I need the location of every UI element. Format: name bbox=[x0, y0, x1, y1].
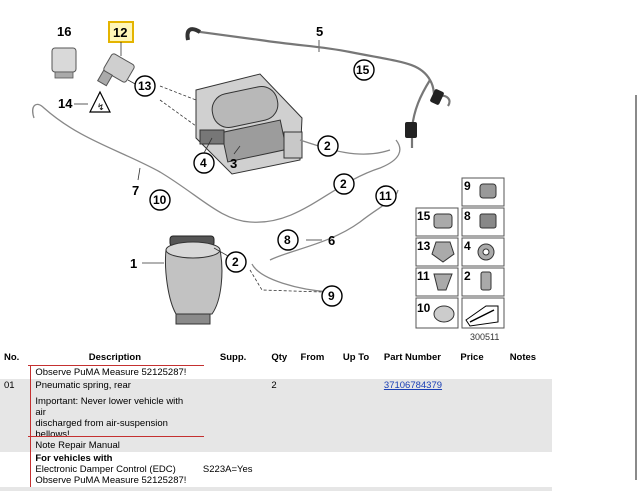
header-qty: Qty bbox=[267, 348, 297, 366]
header-supp: Supp. bbox=[198, 348, 268, 366]
callout-13: 13 bbox=[138, 79, 152, 93]
warning-label-icon: ↯ bbox=[89, 90, 111, 113]
observe-note: Observe PuMA Measure 52125287! bbox=[30, 366, 552, 379]
legend-label-15: 15 bbox=[417, 209, 431, 223]
edc-supp: S223A=Yes bbox=[202, 464, 253, 475]
callout-8: 8 bbox=[284, 233, 291, 247]
callout-4: 4 bbox=[200, 156, 207, 170]
callout-7: 7 bbox=[132, 183, 139, 198]
fitting-legend: 9 15 8 13 4 11 2 10 bbox=[415, 177, 505, 329]
header-notes: Notes bbox=[505, 348, 552, 366]
valve-part-12 bbox=[96, 53, 135, 87]
callout-1: 1 bbox=[130, 256, 137, 271]
legend-label-13: 13 bbox=[417, 239, 431, 253]
row-no: 01 bbox=[0, 379, 31, 452]
pneumatic-spring-part bbox=[165, 235, 223, 325]
air-line-7 bbox=[32, 103, 401, 223]
callout-15: 15 bbox=[356, 63, 370, 77]
table-row-01[interactable]: 01 Pneumatic spring, rear Important: Nev… bbox=[0, 379, 552, 452]
header-description: Description bbox=[30, 348, 199, 366]
edc-line-3: Observe PuMA Measure 52125287! bbox=[35, 475, 187, 486]
header-from: From bbox=[296, 348, 339, 366]
table-row-edc: For vehicles with Electronic Damper Cont… bbox=[0, 452, 552, 487]
callout-2b: 2 bbox=[340, 177, 347, 191]
table-header-row: No. Description Supp. Qty From Up To Par… bbox=[0, 348, 552, 366]
row-description: Pneumatic spring, rear Important: Never … bbox=[30, 379, 199, 452]
part-number-link[interactable]: 37106784379 bbox=[383, 380, 443, 391]
legend-label-9: 9 bbox=[464, 179, 471, 193]
row-important-line-1: Important: Never lower vehicle with air bbox=[35, 396, 184, 418]
row-important-line-2: discharged from air-suspension bellows! bbox=[35, 418, 168, 440]
row-important-line-3: Note Repair Manual bbox=[35, 440, 120, 451]
callout-2a: 2 bbox=[324, 139, 331, 153]
edc-note: For vehicles with Electronic Damper Cont… bbox=[30, 452, 199, 487]
svg-text:↯: ↯ bbox=[97, 102, 105, 112]
figure-code: 300511 bbox=[470, 332, 500, 342]
legend-label-2: 2 bbox=[464, 269, 471, 283]
header-no: No. bbox=[0, 348, 31, 366]
row-qty: 2 bbox=[267, 379, 297, 452]
legend-label-4: 4 bbox=[464, 239, 471, 253]
diagram-svg: 16 12 13 14 ↯ 5 15 4 3 2 bbox=[32, 21, 505, 329]
callout-14: 14 bbox=[58, 96, 73, 111]
callout-11: 11 bbox=[379, 189, 392, 203]
header-part-number: Part Number bbox=[379, 348, 457, 366]
callout-12: 12 bbox=[113, 25, 127, 40]
red-rule-2 bbox=[28, 436, 204, 437]
callout-16: 16 bbox=[57, 24, 71, 39]
air-supply-unit bbox=[195, 73, 303, 175]
relay-part-16 bbox=[51, 47, 77, 79]
edc-title: For vehicles with bbox=[35, 453, 113, 464]
parts-table: No. Description Supp. Qty From Up To Par… bbox=[0, 348, 552, 491]
header-up-to: Up To bbox=[338, 348, 380, 366]
callout-2c: 2 bbox=[232, 255, 239, 269]
table-row: Observe PuMA Measure 52125287! bbox=[0, 366, 552, 379]
scrollbar[interactable] bbox=[635, 95, 637, 480]
row-description-title: Pneumatic spring, rear bbox=[35, 380, 131, 391]
parts-diagram: 16 12 13 14 ↯ 5 15 4 3 2 bbox=[32, 21, 505, 342]
legend-label-11: 11 bbox=[417, 269, 430, 283]
callout-5: 5 bbox=[316, 24, 323, 39]
callout-6: 6 bbox=[328, 233, 335, 248]
legend-label-8: 8 bbox=[464, 209, 471, 223]
header-price: Price bbox=[456, 348, 506, 366]
legend-label-10: 10 bbox=[417, 301, 431, 315]
callout-3: 3 bbox=[230, 156, 237, 171]
edc-line-2: Electronic Damper Control (EDC) bbox=[35, 464, 176, 475]
callout-9: 9 bbox=[328, 289, 335, 303]
callout-10: 10 bbox=[153, 193, 167, 207]
red-rule-1 bbox=[28, 365, 204, 366]
